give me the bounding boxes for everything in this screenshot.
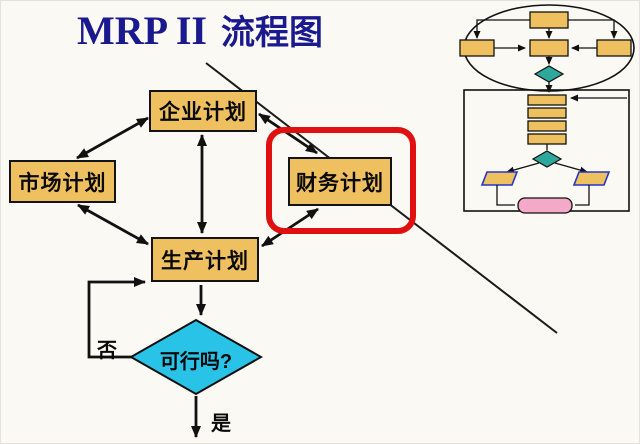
branch-label-yes: 是 — [211, 413, 231, 435]
page-title: MRP II 流程图 — [77, 5, 323, 54]
red-highlight-box — [266, 127, 416, 234]
mini-parallelogram-left — [480, 171, 519, 186]
mini-arrow-to-right-para — [554, 162, 588, 174]
mini-connector-left — [496, 185, 515, 206]
arrow-market-production — [77, 203, 149, 246]
mini-stack-box-4 — [527, 133, 567, 145]
mini-connector-right — [575, 185, 590, 206]
mini-branch-left — [473, 19, 530, 39]
node-finance-plan: 财务计划 — [288, 157, 392, 206]
mini-stack-box-1 — [527, 94, 567, 106]
mini-parallelogram-right — [572, 171, 611, 186]
mini-branch-right — [568, 19, 618, 39]
mini-box-left — [459, 39, 495, 57]
mini-stack-box-3 — [527, 120, 567, 132]
branch-label-no: 否 — [97, 340, 117, 362]
arrow-enterprise-finance — [258, 112, 318, 155]
arrow-finance-production — [261, 207, 319, 248]
mini-diamond-1 — [533, 65, 565, 83]
mini-terminal-pink — [517, 197, 573, 214]
mini-stack-box-2 — [527, 107, 567, 119]
arrow-market-enterprise — [76, 116, 149, 160]
node-production-plan: 生产计划 — [151, 237, 259, 282]
mini-flowchart — [459, 4, 635, 214]
mini-box-right — [596, 39, 632, 57]
node-enterprise-plan: 企业计划 — [149, 90, 257, 132]
mini-box-mid — [529, 39, 569, 57]
decision-label: 可行吗? — [159, 351, 233, 373]
title-chinese: 流程图 — [221, 15, 323, 52]
mini-arrow-to-left-para — [506, 162, 540, 174]
decision-diamond-shape — [128, 318, 264, 396]
node-market-plan: 市场计划 — [9, 160, 116, 203]
mini-diamond-2 — [531, 150, 563, 168]
arrow-no-loopback — [87, 277, 146, 359]
main-flow-arrows — [76, 112, 319, 438]
title-latin: MRP II — [77, 8, 207, 53]
mini-box-top — [529, 11, 569, 29]
